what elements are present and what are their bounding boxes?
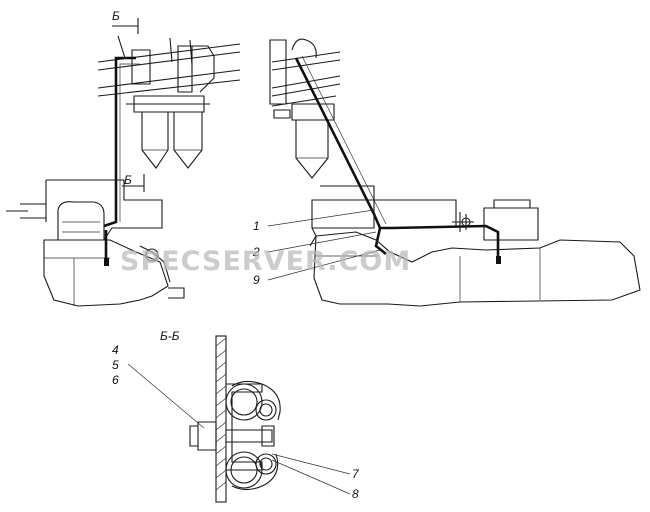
engine-block-left: [43, 239, 169, 307]
harness-connector-left: [104, 258, 109, 266]
section-view: Б-Б 4 5 6 7 8: [112, 329, 360, 503]
frame-lines-left: [97, 43, 241, 97]
left-view: Б Б: [6, 9, 241, 307]
tube-large-upper: [225, 383, 263, 421]
engine-cover-right: [311, 199, 375, 229]
leader-1: [267, 209, 375, 227]
harness-cable-right-inner: [301, 55, 387, 225]
leader-7: [271, 453, 351, 475]
sensor-left: [145, 248, 159, 262]
callout-2: 2: [252, 245, 260, 259]
section-marker-bottom: [122, 174, 145, 192]
bolt-shank: [226, 429, 273, 443]
leader-4-5-6: [127, 363, 205, 429]
tube-small-upper-inner: [259, 403, 273, 417]
oil-housing: [57, 201, 105, 241]
right-view: [269, 38, 641, 307]
tube-small-lower: [255, 453, 277, 475]
bracket-plate: [177, 45, 193, 93]
engine-top-right: [320, 185, 457, 226]
engine-block-right: [313, 231, 641, 307]
section-mark-bottom-label: Б: [124, 173, 132, 187]
filter-head-right: [291, 103, 335, 121]
section-title: Б-Б: [160, 329, 180, 343]
engine-block-lines: [44, 257, 110, 306]
bracket-right: [269, 39, 287, 105]
watermark: SPECSERVER.COM: [120, 246, 411, 277]
callout-7: 7: [352, 467, 360, 481]
nut: [261, 425, 275, 447]
plate-hatching: [215, 337, 227, 491]
clamp-right: [273, 109, 291, 119]
harness-cable-left-inner: [119, 63, 140, 222]
harness-connector-right: [496, 256, 501, 264]
section-mark-top-label: Б: [112, 9, 120, 23]
engine-housing-top: [45, 179, 163, 241]
leader-9: [267, 249, 381, 281]
callout-8: 8: [352, 487, 359, 501]
sensor-stud-bolt: [461, 217, 471, 227]
tube-large-lower-inner: [230, 456, 258, 484]
frame-ribs: [117, 35, 193, 66]
callout-9: 9: [253, 273, 260, 287]
filter-canister-single: [295, 120, 329, 179]
callout-5: 5: [112, 358, 119, 372]
drain-plug: [168, 287, 185, 299]
callout-6: 6: [112, 373, 119, 387]
frame-plate: [215, 335, 227, 503]
leader-2: [267, 231, 377, 253]
clamp-band: [231, 380, 281, 491]
bracket-block: [131, 49, 151, 85]
oil-housing-bands: [62, 221, 100, 233]
leader-8: [271, 459, 351, 495]
bolt-head: [189, 421, 217, 451]
callouts-right: 1 2 9: [252, 209, 381, 287]
filter-canister-left: [141, 112, 169, 169]
frame-lines-right: [271, 51, 341, 107]
callout-1: 1: [253, 219, 260, 233]
cable-loop: [291, 38, 317, 59]
tube-large-lower: [225, 451, 263, 489]
harness-cable-left: [103, 56, 136, 228]
callout-4: 4: [112, 343, 119, 357]
tube-small-lower-inner: [259, 457, 273, 471]
filter-head: [126, 95, 210, 113]
block-flange: [309, 227, 317, 247]
harness-branch: [374, 227, 387, 256]
engine-block-right-lines: [316, 248, 541, 302]
connector-housing: [483, 199, 539, 241]
tube-small-upper: [255, 399, 277, 421]
section-marker-top: [112, 18, 139, 34]
tube-large-upper-inner: [230, 388, 258, 416]
sensor-stud: [452, 212, 474, 232]
filter-canister-right: [173, 112, 203, 169]
engine-shaft: [6, 203, 46, 219]
bracket-side: [190, 45, 215, 93]
